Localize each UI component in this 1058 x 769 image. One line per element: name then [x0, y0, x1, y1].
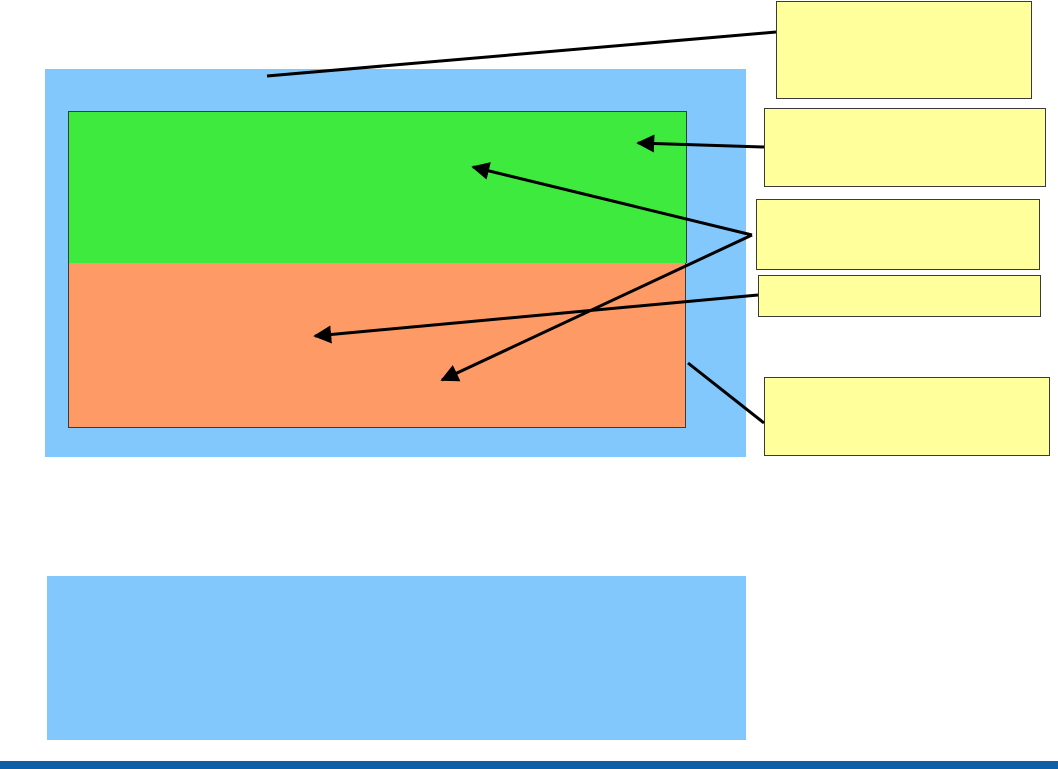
bottom-box	[47, 576, 746, 740]
callout-box-4	[758, 275, 1041, 317]
callout-box-5	[764, 377, 1050, 456]
upper-region-green	[68, 111, 687, 263]
callout-box-1	[776, 1, 1032, 99]
lower-region-orange	[68, 263, 686, 428]
footer-bar	[0, 761, 1058, 769]
callout-box-2	[764, 108, 1046, 187]
callout-box-3	[756, 199, 1040, 270]
